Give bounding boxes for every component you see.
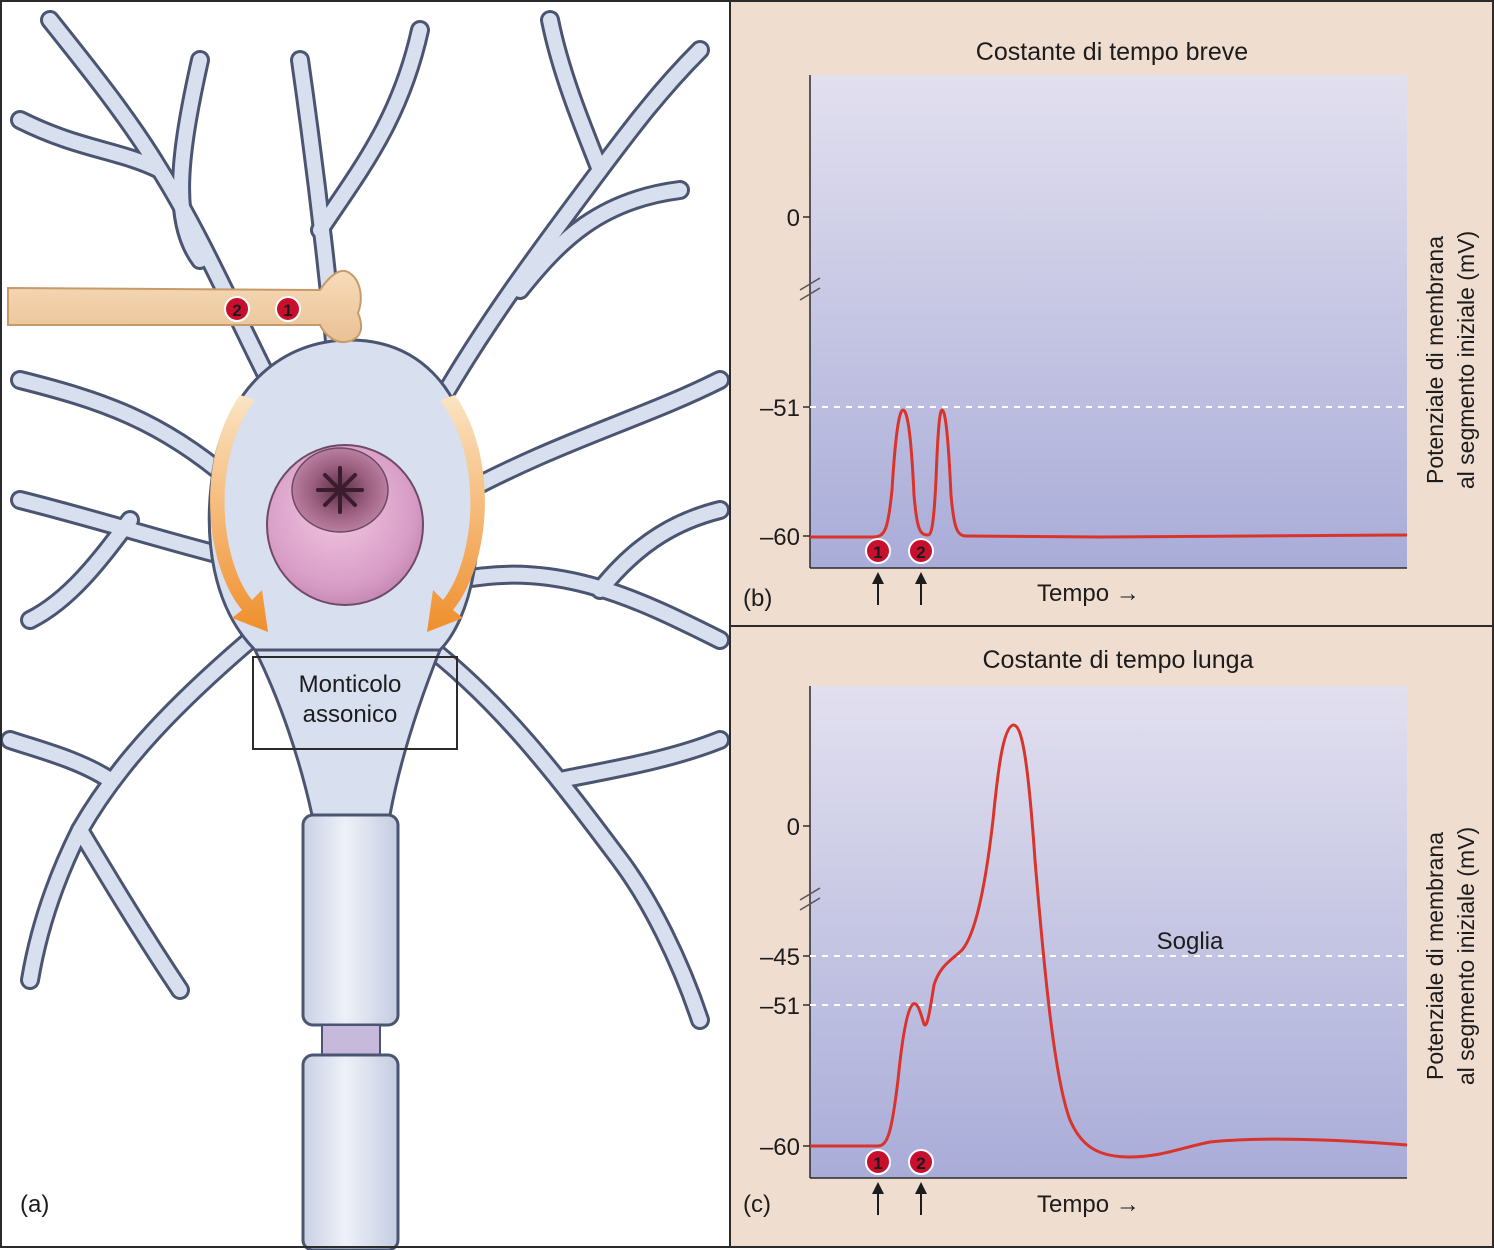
panel-c-x-label: Tempo →	[1037, 1191, 1140, 1218]
panel-c-letter: (c)	[743, 1191, 771, 1218]
chromatin	[318, 468, 362, 512]
panel-b-plot-area	[810, 75, 1407, 568]
panel-b-tick-0: 0	[787, 205, 800, 232]
panel-b-letter: (b)	[743, 585, 772, 612]
svg-text:Potenziale di membrana: Potenziale di membrana	[1422, 236, 1448, 484]
panel-c-threshold-label: Soglia	[1157, 928, 1224, 955]
svg-text:1: 1	[873, 543, 882, 562]
presynaptic-marker-1: 1	[276, 297, 300, 321]
panel-c-tick-51: –51	[760, 993, 800, 1020]
svg-text:Potenziale di membrana: Potenziale di membrana	[1422, 832, 1448, 1080]
panel-a-neuron: 2 1 Monticolo assonico (a)	[1, 1, 729, 1250]
svg-text:al segmento iniziale (mV): al segmento iniziale (mV)	[1453, 231, 1479, 489]
panel-b-short-time-constant: Costante di tempo breve 0 –51 –60 1 2 Te…	[730, 1, 1493, 625]
svg-text:1: 1	[283, 301, 292, 320]
panel-b-tick-60: –60	[760, 524, 800, 551]
hillock-label-line2: assonico	[303, 701, 398, 728]
panel-c-title: Costante di tempo lunga	[982, 646, 1253, 674]
hillock-label-line1: Monticolo	[299, 671, 402, 698]
svg-text:2: 2	[232, 301, 241, 320]
panel-c-long-time-constant: Costante di tempo lunga 0 –45 –51 –60 So…	[730, 627, 1493, 1247]
panel-c-tick-60: –60	[760, 1134, 800, 1161]
svg-text:1: 1	[873, 1154, 882, 1173]
myelin-segment	[303, 815, 398, 1025]
svg-text:2: 2	[916, 1154, 925, 1173]
svg-text:al segmento iniziale (mV): al segmento iniziale (mV)	[1453, 827, 1479, 1085]
panel-a-letter: (a)	[20, 1191, 49, 1218]
panel-b-tick-51: –51	[760, 395, 800, 422]
panel-b-title: Costante di tempo breve	[976, 38, 1248, 66]
presynaptic-marker-2: 2	[225, 297, 249, 321]
panel-c-tick-0: 0	[787, 814, 800, 841]
node-of-ranvier	[322, 1025, 380, 1055]
panel-b-x-label: Tempo →	[1037, 580, 1140, 607]
panel-c-plot-area	[810, 686, 1407, 1178]
panel-c-tick-45: –45	[760, 944, 800, 971]
myelin-segment-lower	[303, 1055, 398, 1250]
svg-text:2: 2	[916, 543, 925, 562]
